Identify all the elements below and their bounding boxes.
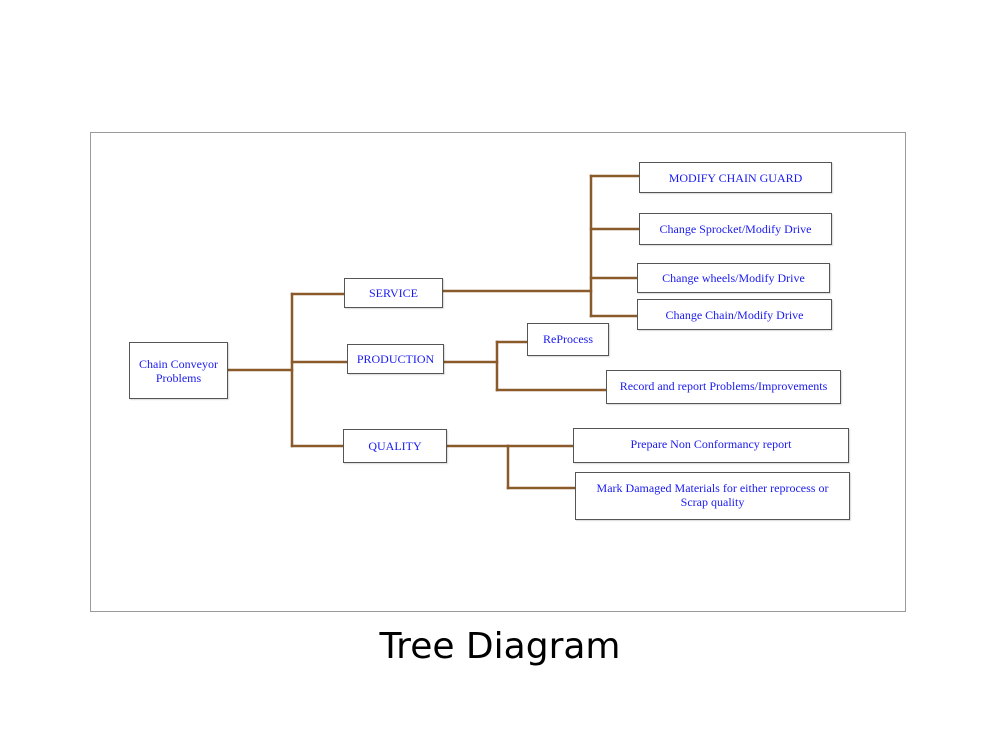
node-record-report: Record and report Problems/Improvements [606,370,841,404]
change-sprocket-label: Change Sprocket/Modify Drive [659,222,812,236]
node-mark-damaged: Mark Damaged Materials for either reproc… [575,472,850,520]
node-non-conformancy: Prepare Non Conformancy report [573,428,849,463]
change-chain-label: Change Chain/Modify Drive [665,307,804,322]
node-change-sprocket: Change Sprocket/Modify Drive [639,213,832,245]
node-production: PRODUCTION [347,344,444,374]
node-quality: QUALITY [343,429,447,463]
node-service: SERVICE [344,278,443,308]
node-modify-chain-guard: MODIFY CHAIN GUARD [639,162,832,193]
caption-title: Tree Diagram [379,626,621,667]
mark-damaged-label: Mark Damaged Materials for either reproc… [596,481,829,509]
non-conformancy-label: Prepare Non Conformancy report [630,437,792,451]
record-report-label: Record and report Problems/Improvements [619,379,828,393]
root-label: Chain Conveyor Problems [139,356,218,385]
root-node: Chain Conveyor Problems [129,342,228,399]
node-reprocess: ReProcess [527,323,609,356]
change-wheels-label: Change wheels/Modify Drive [662,271,805,285]
service-label: SERVICE [368,286,419,300]
node-change-chain: Change Chain/Modify Drive [637,299,832,330]
reprocess-label: ReProcess [543,332,593,346]
modify-chain-guard-label: MODIFY CHAIN GUARD [668,170,803,185]
production-label: PRODUCTION [356,352,435,366]
quality-label: QUALITY [368,439,422,453]
node-change-wheels: Change wheels/Modify Drive [637,263,830,293]
